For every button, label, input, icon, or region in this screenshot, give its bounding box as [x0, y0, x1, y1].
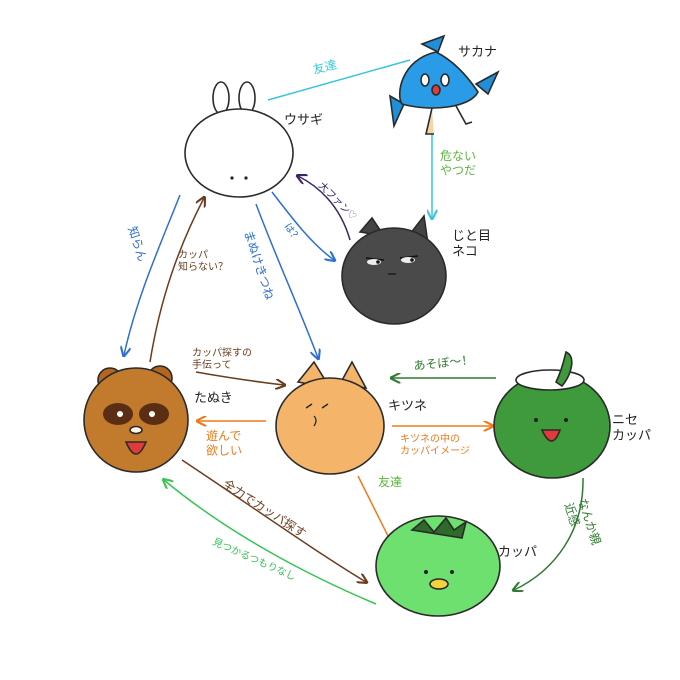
edge-usagi-jitome: [271, 191, 334, 260]
edge-tanuki-usagi: [149, 198, 204, 363]
kappa-character: [375, 515, 501, 617]
sakana-character: [388, 34, 500, 135]
label-tanuki-usagi: カッパ知らない？: [178, 249, 228, 273]
label-kitsune-nise: キツネの中のカッパイメージ: [400, 432, 470, 457]
label-kitsune-tanuki: 遊んで欲しい: [206, 428, 242, 457]
edge-nise-kappa: [514, 477, 584, 590]
edge-jitome-usagi: [298, 176, 351, 241]
label-tanuki-kitsune: カッパ探すの手伝って: [192, 346, 252, 371]
label-usagi-jitome: は？: [282, 221, 303, 244]
label-sakana-jitome: 危ないやつだ: [440, 149, 476, 177]
label-usagi-sakana: 友達: [311, 58, 338, 77]
label-nise-kitsune: あそぼ〜！: [413, 353, 474, 373]
edge-kappa-tanuki: [164, 480, 377, 605]
jitome-neko-character: [341, 214, 447, 325]
usagi-character: [184, 81, 294, 198]
tanuki-character: [83, 365, 189, 473]
sakana-name: サカナ: [458, 45, 497, 60]
edge-tanuki-kitsune: [195, 371, 284, 385]
nise-kappa-name: ニセカッパ: [612, 413, 651, 444]
label-usagi-kitsune: まぬけきつね: [241, 229, 277, 302]
label-jitome-usagi: 大ファン♡: [316, 179, 360, 223]
label-nise-kappa: なんか親近感: [561, 497, 603, 551]
edge-usagi-kitsune: [255, 203, 318, 358]
edge-usagi-sakana: [267, 59, 411, 101]
edge-tanuki-kappa: [181, 459, 366, 582]
edge-kitsune-kappa: [357, 475, 393, 545]
kitsune-character: [275, 360, 385, 475]
usagi-name: ウサギ: [284, 113, 323, 128]
kitsune-name: キツネ: [388, 399, 427, 414]
label-kitsune-kappa: 友達: [378, 475, 402, 489]
nise-kappa-character: [493, 350, 611, 479]
kappa-name: カッパ: [498, 545, 537, 560]
tanuki-name: たぬき: [194, 391, 233, 406]
jitome-name: じと目ネコ: [452, 229, 491, 260]
edge-usagi-tanuki: [124, 194, 181, 355]
label-usagi-tanuki: 知らん: [125, 225, 149, 264]
